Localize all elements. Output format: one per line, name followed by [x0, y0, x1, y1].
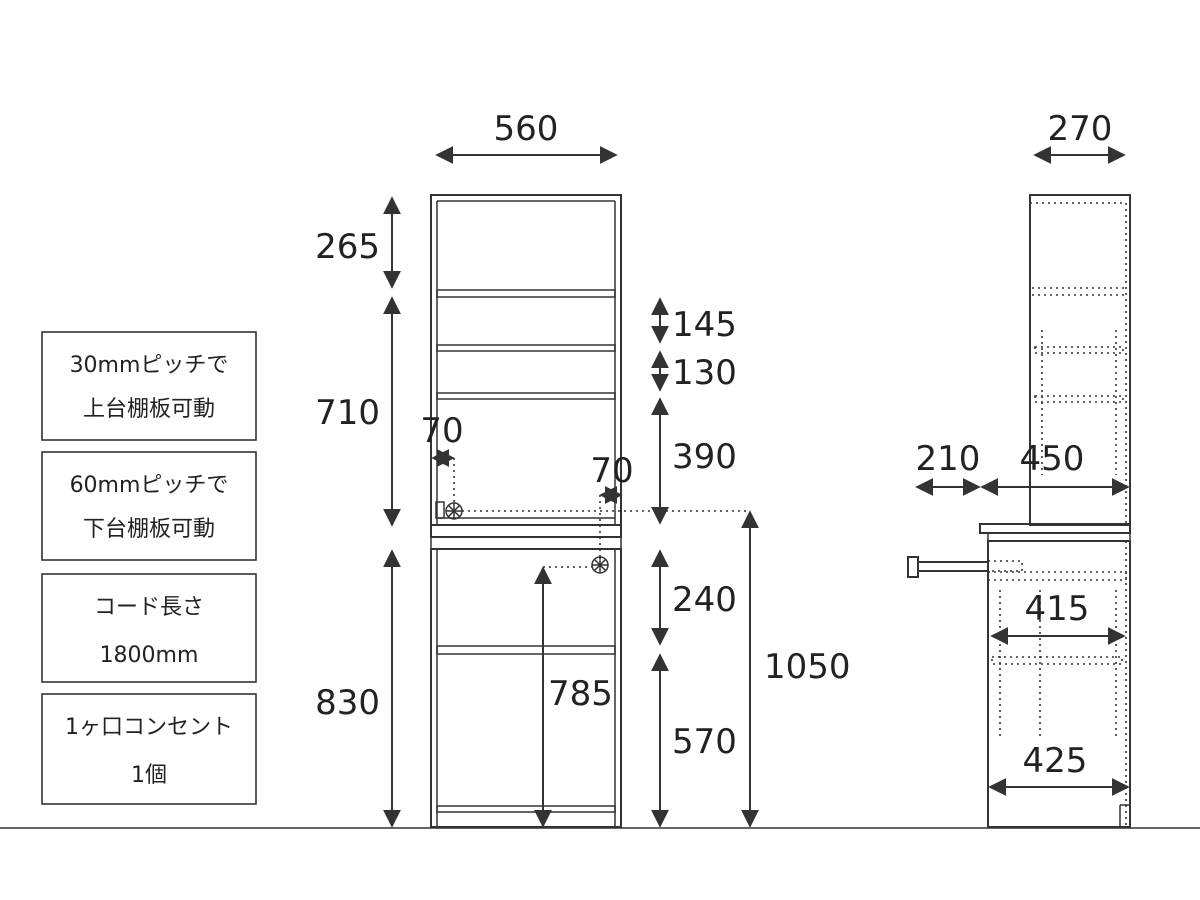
side-lower-cabinet-outline — [987, 540, 1131, 828]
outlet-upper-offset-label: 70 — [420, 411, 463, 451]
note-text: 1個 — [131, 763, 167, 788]
note-box-cord-length: コード長さ 1800mm — [41, 573, 257, 683]
note-box-upper-shelf: 30mmピッチで 上台棚板可動 — [41, 331, 257, 441]
shelf-gap-1-dimension-label: 145 — [672, 305, 737, 345]
note-text: 30mmピッチで — [70, 353, 229, 378]
side-slide-shelf — [987, 571, 1127, 581]
front-view: 560 265 710 830 145 130 390 240 570 1050… — [315, 109, 851, 828]
note-text: コード長さ — [94, 595, 204, 620]
note-box-outlet: 1ヶ口コンセント 1個 — [41, 693, 257, 805]
outlet-lower-icon — [591, 556, 609, 574]
note-text: 上台棚板可動 — [83, 397, 215, 422]
shelf — [436, 344, 616, 352]
outlet-upper-height-label: 1050 — [764, 647, 851, 687]
note-text: 下台棚板可動 — [83, 517, 215, 542]
side-shelf — [1034, 395, 1124, 403]
lower-gap-2-dimension-label: 570 — [672, 722, 737, 762]
outlet-lower-height-label: 785 — [548, 674, 613, 714]
counter-depth-dimension-label: 450 — [1020, 439, 1085, 479]
middle-section-dimension-label: 710 — [315, 393, 380, 433]
note-text: 1ヶ口コンセント — [65, 715, 233, 740]
outlet-upper-icon — [435, 501, 463, 520]
shelf — [436, 289, 616, 298]
top-section-dimension-label: 265 — [315, 227, 380, 267]
slide-handle — [907, 556, 919, 578]
side-view: 270 210 450 415 425 — [907, 109, 1131, 828]
counter-top — [430, 524, 622, 538]
outlet-lower-offset-label: 70 — [590, 451, 633, 491]
depth-dimension-label: 270 — [1048, 109, 1113, 149]
lower-gap-1-dimension-label: 240 — [672, 580, 737, 620]
shelf — [436, 392, 616, 400]
inner-depth-2-dimension-label: 425 — [1023, 741, 1088, 781]
counter-base — [430, 536, 622, 550]
shelf-gap-2-dimension-label: 130 — [672, 353, 737, 393]
shelf — [436, 645, 616, 655]
counter-gap-dimension-label: 390 — [672, 437, 737, 477]
width-dimension-label: 560 — [494, 109, 559, 149]
inner-depth-1-dimension-label: 415 — [1025, 589, 1090, 629]
side-shelf — [1034, 346, 1124, 354]
lower-cabinet-outline — [430, 548, 622, 828]
note-text: 60mmピッチで — [70, 473, 229, 498]
slide-extension-dimension-label: 210 — [916, 439, 981, 479]
lower-section-dimension-label: 830 — [315, 683, 380, 723]
note-text: 1800mm — [100, 643, 199, 668]
side-shelf — [991, 656, 1123, 665]
shelf — [436, 805, 616, 813]
note-box-lower-shelf: 60mmピッチで 下台棚板可動 — [41, 451, 257, 561]
